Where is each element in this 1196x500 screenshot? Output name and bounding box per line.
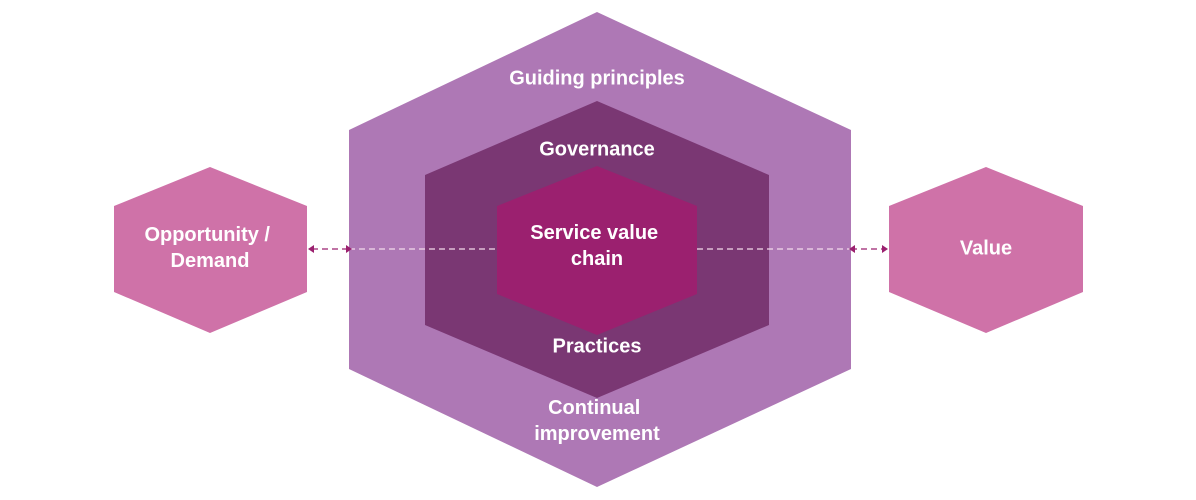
guiding-principles-label: Guiding principles <box>509 67 685 89</box>
governance-label: Governance <box>539 138 655 160</box>
arrow-right-icon <box>882 245 888 253</box>
arrow-left-inner-icon <box>346 245 352 253</box>
service-value-chain-line1: Service value <box>530 222 658 244</box>
opportunity-hexagon <box>114 167 307 333</box>
continual-improvement-line2: improvement <box>534 423 660 445</box>
arrow-left-icon <box>308 245 314 253</box>
continual-improvement-line1: Continual <box>548 397 640 419</box>
service-value-chain-label: Service value chain <box>530 222 663 270</box>
arrow-right-inner-icon <box>849 245 855 253</box>
practices-label: Practices <box>553 335 642 357</box>
value-hexagon <box>889 167 1083 333</box>
opportunity-demand-label: Opportunity / Demand <box>144 224 275 272</box>
opportunity-demand-line1: Opportunity / <box>144 224 270 246</box>
continual-improvement-label: Continual improvement <box>534 397 660 445</box>
value-label: Value <box>960 237 1012 259</box>
service-value-chain-line2: chain <box>571 248 623 270</box>
opportunity-demand-line2: Demand <box>171 250 250 272</box>
inner-hexagon <box>497 166 697 335</box>
